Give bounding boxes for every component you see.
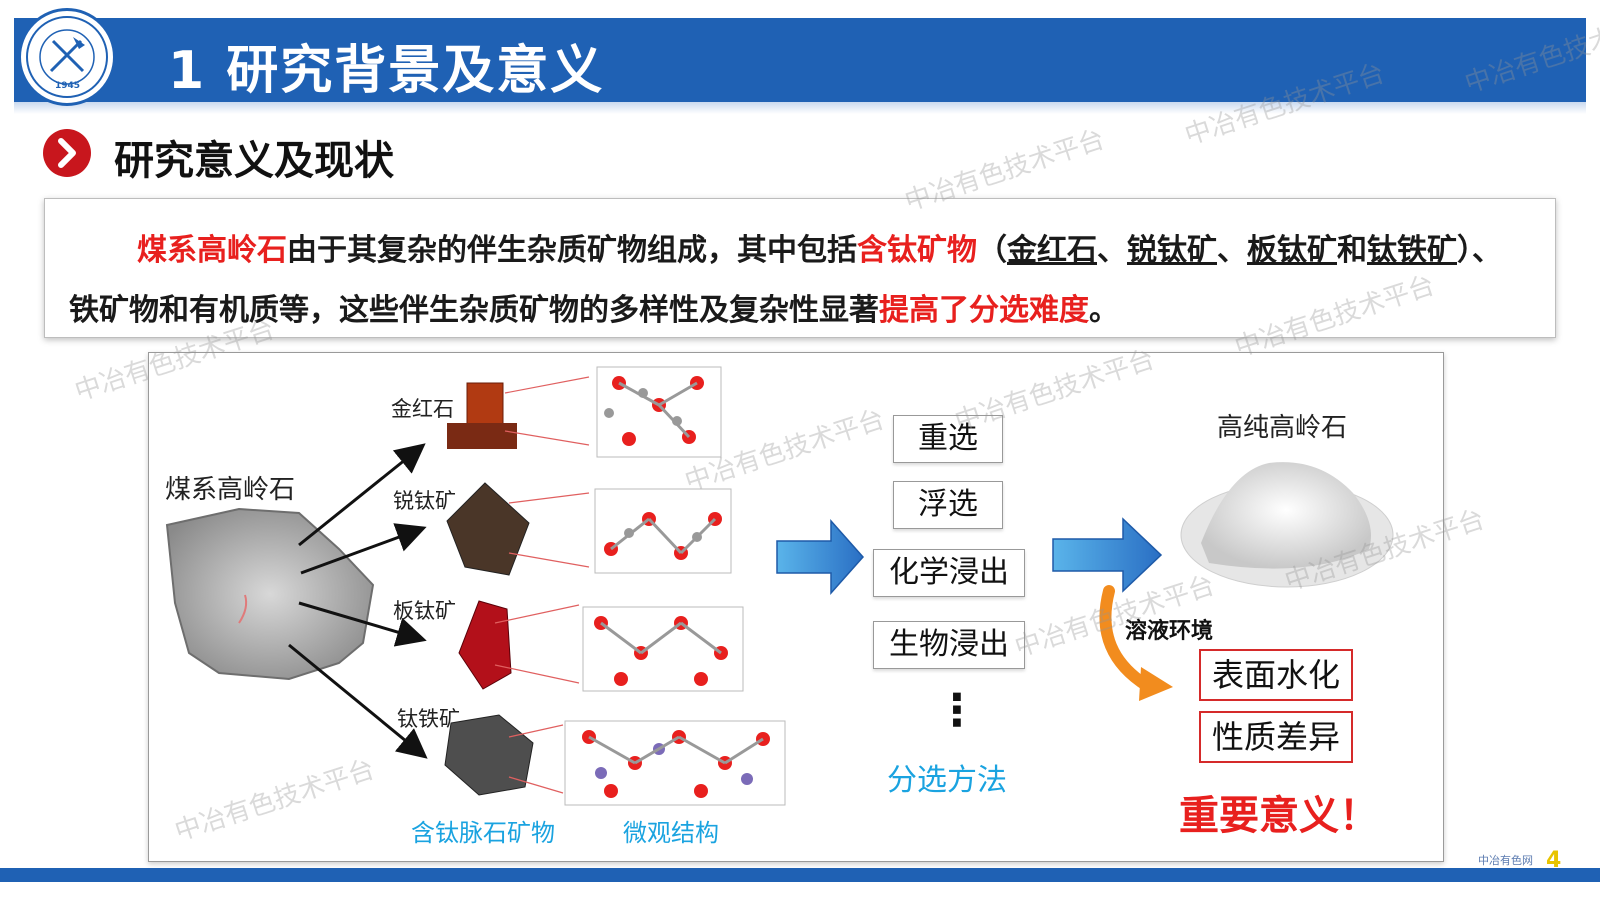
brookite-structure-image [582, 606, 744, 692]
mineral-label-brookite: 板钛矿 [393, 599, 456, 623]
description-paragraph: 煤系高岭石由于其复杂的伴生杂质矿物组成，其中包括含钛矿物（金红石、锐钛矿、板钛矿… [69, 221, 1529, 341]
text-segment: 和 [1337, 233, 1367, 268]
method-flotation: 浮选 [893, 481, 1003, 529]
section-title: 研究意义及现状 [114, 138, 394, 184]
text-segment: 由于其复杂的伴生杂质矿物组成，其中包括 [287, 233, 857, 268]
caption-microstructure: 微观结构 [623, 819, 719, 847]
logo-year: 1945 [55, 81, 81, 91]
header-shadow [14, 102, 1586, 114]
ilmenite-crystal-image [444, 714, 534, 796]
product-label: 高纯高岭石 [1217, 413, 1348, 443]
methods-caption: 分选方法 [887, 763, 1007, 798]
page-title: 1 研究背景及意义 [168, 41, 605, 101]
blue-arrow-icon [776, 519, 865, 595]
structure-connectors [494, 376, 590, 794]
mineral-label-ilmenite: 钛铁矿 [397, 707, 460, 731]
mineral-label-rutile: 金红石 [391, 397, 454, 421]
mineral-label-anatase: 锐钛矿 [393, 489, 456, 513]
rutile-crystal-image [447, 382, 517, 449]
term-ilmenite: 钛铁矿 [1367, 233, 1457, 268]
anatase-structure-image [594, 488, 732, 574]
blue-arrow-icon [1052, 517, 1163, 593]
chevron-right-icon [42, 128, 92, 178]
description-box: 煤系高岭石由于其复杂的伴生杂质矿物组成，其中包括含钛矿物（金红石、锐钛矿、板钛矿… [44, 198, 1556, 338]
diagram-graphics [165, 366, 1394, 806]
text-segment: （ [977, 233, 1007, 268]
mineral-arrows [288, 443, 428, 759]
caption-gangue-minerals: 含钛脉石矿物 [411, 819, 555, 847]
text-segment: 、 [1217, 233, 1247, 268]
anatase-crystal-image [446, 482, 530, 576]
conclusion-label: 重要意义！ [1179, 793, 1379, 839]
effect-surface-hydration: 表面水化 [1199, 649, 1353, 701]
effect-property-difference: 性质差异 [1199, 711, 1353, 763]
header-bar [14, 18, 1586, 102]
method-chemical-leaching: 化学浸出 [873, 549, 1025, 597]
rutile-structure-image [596, 366, 722, 458]
university-logo: 1945 [18, 8, 116, 106]
source-label: 煤系高岭石 [165, 475, 296, 505]
methods-ellipsis: ⋮ [935, 685, 979, 736]
footer-bar [0, 868, 1600, 882]
method-gravity: 重选 [893, 415, 1003, 463]
term-rutile: 金红石 [1007, 233, 1097, 268]
rock-image [165, 507, 375, 681]
diagram-panel: 煤系高岭石 金红石 锐钛矿 板钛矿 钛铁矿 含钛脉石矿物 微观结构 重选 浮选 … [148, 352, 1444, 862]
page-number: 4 [1546, 848, 1562, 873]
text-segment: 、 [1097, 233, 1127, 268]
text-segment: 。 [1089, 293, 1119, 328]
brookite-crystal-image [458, 600, 512, 690]
ilmenite-structure-image [564, 720, 786, 806]
env-label: 溶液环境 [1125, 619, 1214, 644]
term-brookite: 板钛矿 [1247, 233, 1337, 268]
term-anatase: 锐钛矿 [1127, 233, 1217, 268]
orange-curved-arrow-icon [1099, 585, 1155, 693]
method-bio-leaching: 生物浸出 [873, 621, 1025, 669]
text-segment: ）、铁矿物和有机质等，这些伴生杂质矿物的多样性及复杂性显著 [69, 233, 1502, 328]
logo-emblem-icon [26, 16, 108, 98]
footer-brand: 中冶有色网 [1478, 854, 1533, 867]
term-coal-kaolinite: 煤系高岭石 [137, 233, 287, 268]
kaolin-powder-image [1180, 462, 1394, 588]
term-titanium-minerals: 含钛矿物 [857, 233, 977, 268]
term-separation-difficulty: 提高了分选难度 [879, 293, 1089, 328]
